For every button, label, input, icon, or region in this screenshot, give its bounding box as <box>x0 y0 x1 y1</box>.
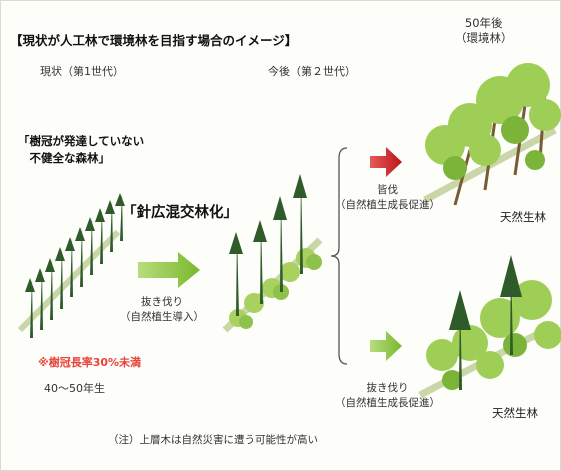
crown-ratio-note: ※樹冠長率30%未満 <box>38 356 142 369</box>
natural-forest-top-illustration <box>423 63 561 206</box>
current-desc-line2: 不健全な森林」 <box>18 151 110 165</box>
clearcut-arrow <box>370 147 402 177</box>
thinning-label: 抜き伐り （自然植生導入） <box>120 295 204 325</box>
stage-future-label: 50年後 （環境林） <box>455 16 513 46</box>
footnote: （注）上層木は自然災害に遭う可能性が高い <box>108 434 318 446</box>
stage-future-line2: （環境林） <box>455 31 513 45</box>
natural-forest-bottom-label: 天然生林 <box>492 406 538 420</box>
current-forest-illustration <box>17 193 125 338</box>
thinning-line1: 抜き伐り <box>141 296 183 308</box>
clearcut-label: 皆伐 （自然植生成長促進） <box>335 183 440 213</box>
mixed-forest-illustration <box>222 174 323 333</box>
thinning2-arrow <box>370 331 402 361</box>
thinning-line2: （自然植生導入） <box>120 311 204 323</box>
natural-forest-top-label: 天然生林 <box>500 210 546 224</box>
thinning-arrow <box>138 252 200 288</box>
branch-bracket <box>330 147 348 365</box>
current-desc-line1: 「樹冠が発達していない <box>18 134 145 148</box>
mixed-forest-label: 「針広混交林化」 <box>122 205 238 221</box>
natural-forest-bottom-illustration <box>418 255 561 399</box>
stage-current-label: 現状（第1世代） <box>40 65 124 78</box>
stage-future-line1: 50年後 <box>464 16 503 30</box>
thinning2-line2: （自然植生成長促進） <box>335 397 440 409</box>
clearcut-line1: 皆伐 <box>377 184 398 196</box>
current-conifers <box>25 193 125 338</box>
thinning2-label: 抜き伐り （自然植生成長促進） <box>335 381 440 411</box>
thinning2-line1: 抜き伐り <box>366 382 409 394</box>
age-range-label: 40〜50年生 <box>44 382 105 395</box>
clearcut-line2: （自然植生成長促進） <box>335 199 440 211</box>
stage-next-label: 今後（第２世代） <box>268 65 356 78</box>
current-forest-description: 「樹冠が発達していない 不健全な森林」 <box>18 133 144 167</box>
diagram-title: 【現状が人工林で環境林を目指す場合のイメージ】 <box>10 33 298 48</box>
